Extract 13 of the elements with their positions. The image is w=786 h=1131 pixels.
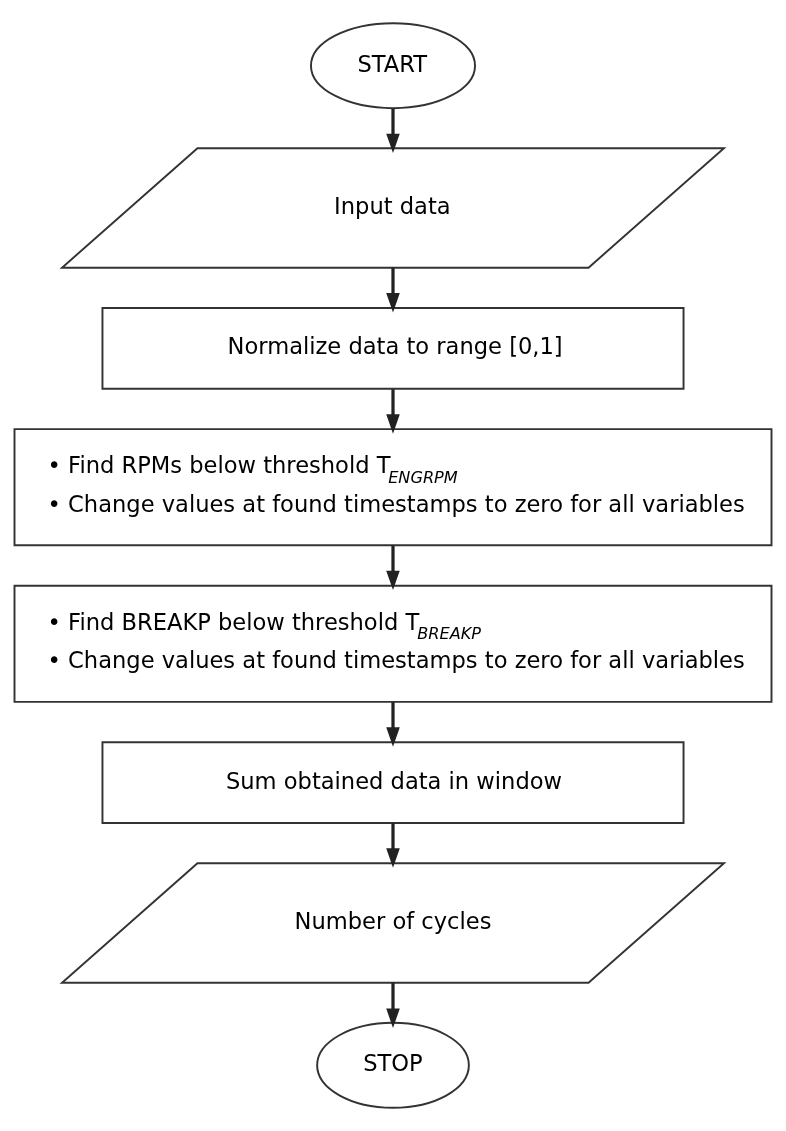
arrow	[386, 702, 400, 747]
node-box: Normalize data to range [0,1]	[101, 307, 685, 390]
arrow	[386, 389, 400, 434]
arrow	[386, 267, 400, 313]
arrow	[386, 982, 400, 1028]
node-ellipse: START	[310, 22, 476, 110]
node-box: • Find BREAKP below threshold T$_{BREAKP}$ • Change values at found timestamps to zero for all variables	[13, 584, 773, 703]
arrow	[386, 108, 400, 154]
node-ellipse: STOP	[316, 1021, 470, 1109]
arrow	[386, 545, 400, 591]
arrow	[386, 823, 400, 868]
node-box: Sum obtained data in window	[101, 741, 685, 824]
node-box: • Find RPMs below threshold T$_{ENGRPM}$ • Change values at found timestamps to zero for all variables	[13, 428, 773, 547]
